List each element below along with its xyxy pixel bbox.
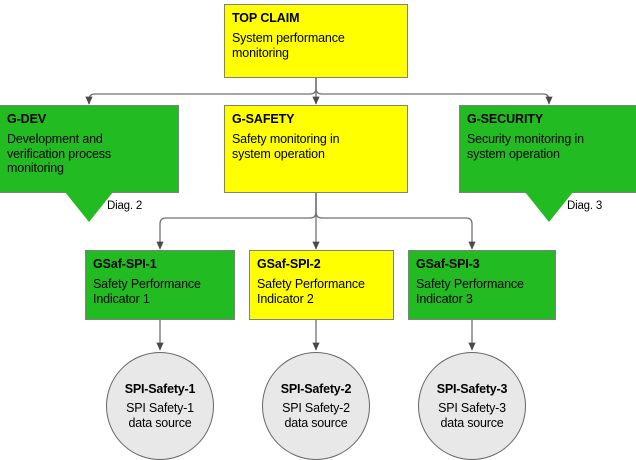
node-gsaf-spi-1[interactable]: GSaf-SPI-1 Safety Performance Indicator … xyxy=(85,250,235,320)
edge-topclaim-to-gsecurity xyxy=(315,78,553,105)
away-reference-triangle-diag2[interactable] xyxy=(65,192,113,222)
node-title: SPI-Safety-3 xyxy=(436,381,508,396)
edge-topclaim-to-gdev xyxy=(85,78,317,105)
node-title: GSaf-SPI-2 xyxy=(257,257,321,271)
node-title: G-SECURITY xyxy=(467,112,544,126)
node-g-dev[interactable]: G-DEV Development and verification proce… xyxy=(0,105,179,193)
node-description: Security monitoring in system operation xyxy=(467,131,584,161)
node-top-claim[interactable]: TOP CLAIM System performance monitoring xyxy=(224,4,408,78)
node-title: G-SAFETY xyxy=(232,112,295,126)
node-title: TOP CLAIM xyxy=(232,11,300,25)
node-title: G-DEV xyxy=(7,112,47,126)
node-title: GSaf-SPI-1 xyxy=(93,257,157,271)
away-reference-label-diag2: Diag. 2 xyxy=(107,200,143,212)
node-description: Safety monitoring in system operation xyxy=(232,131,340,161)
edge-gsafety-to-spi1 xyxy=(156,193,317,250)
node-description: Development and verification process mon… xyxy=(7,131,111,176)
away-reference-label-diag3: Diag. 3 xyxy=(567,200,603,212)
node-description: Safety Performance Indicator 3 xyxy=(416,276,524,306)
node-description: System performance monitoring xyxy=(232,30,345,60)
node-spi-safety-3[interactable]: SPI-Safety-3 SPI Safety-3 data source xyxy=(418,352,526,460)
node-description: Safety Performance Indicator 2 xyxy=(257,276,365,306)
node-description: SPI Safety-3 data source xyxy=(438,400,506,430)
node-description: SPI Safety-1 data source xyxy=(126,400,194,430)
edge-gsafety-to-spi3 xyxy=(315,193,476,250)
node-title: SPI-Safety-2 xyxy=(280,381,352,396)
node-title: SPI-Safety-1 xyxy=(124,381,196,396)
node-g-security[interactable]: G-SECURITY Security monitoring in system… xyxy=(459,105,636,193)
node-g-safety[interactable]: G-SAFETY Safety monitoring in system ope… xyxy=(224,105,408,193)
node-title: GSaf-SPI-3 xyxy=(416,257,480,271)
node-spi-safety-2[interactable]: SPI-Safety-2 SPI Safety-2 data source xyxy=(262,352,370,460)
away-reference-triangle-diag3[interactable] xyxy=(525,192,573,222)
node-spi-safety-1[interactable]: SPI-Safety-1 SPI Safety-1 data source xyxy=(106,352,214,460)
node-gsaf-spi-2[interactable]: GSaf-SPI-2 Safety Performance Indicator … xyxy=(249,250,394,320)
node-description: SPI Safety-2 data source xyxy=(282,400,350,430)
node-description: Safety Performance Indicator 1 xyxy=(93,276,201,306)
node-gsaf-spi-3[interactable]: GSaf-SPI-3 Safety Performance Indicator … xyxy=(408,250,556,320)
